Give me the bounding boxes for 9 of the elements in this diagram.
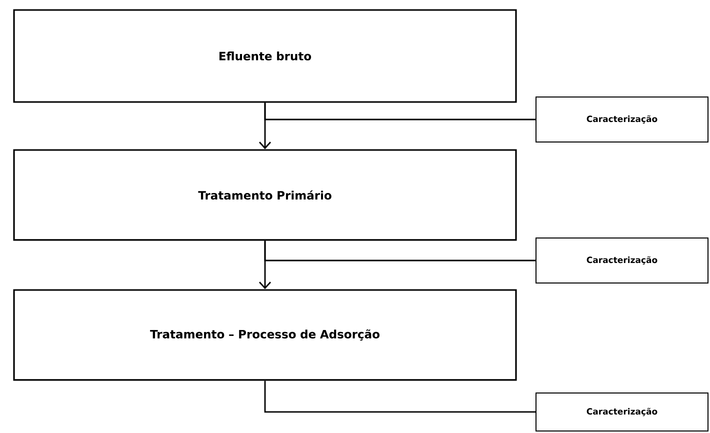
characterization-box: Caracterização (536, 237, 708, 284)
connector-line (264, 240, 536, 262)
connector-line (264, 102, 536, 120)
characterization-box: Caracterização (536, 392, 708, 432)
process-box: Tratamento – Processo de Adsorção (13, 289, 517, 381)
process-box: Tratamento Primário (13, 149, 517, 241)
process-box: Efluente bruto (13, 9, 517, 103)
characterization-box: Caracterização (536, 96, 708, 142)
connector-line (264, 380, 536, 413)
